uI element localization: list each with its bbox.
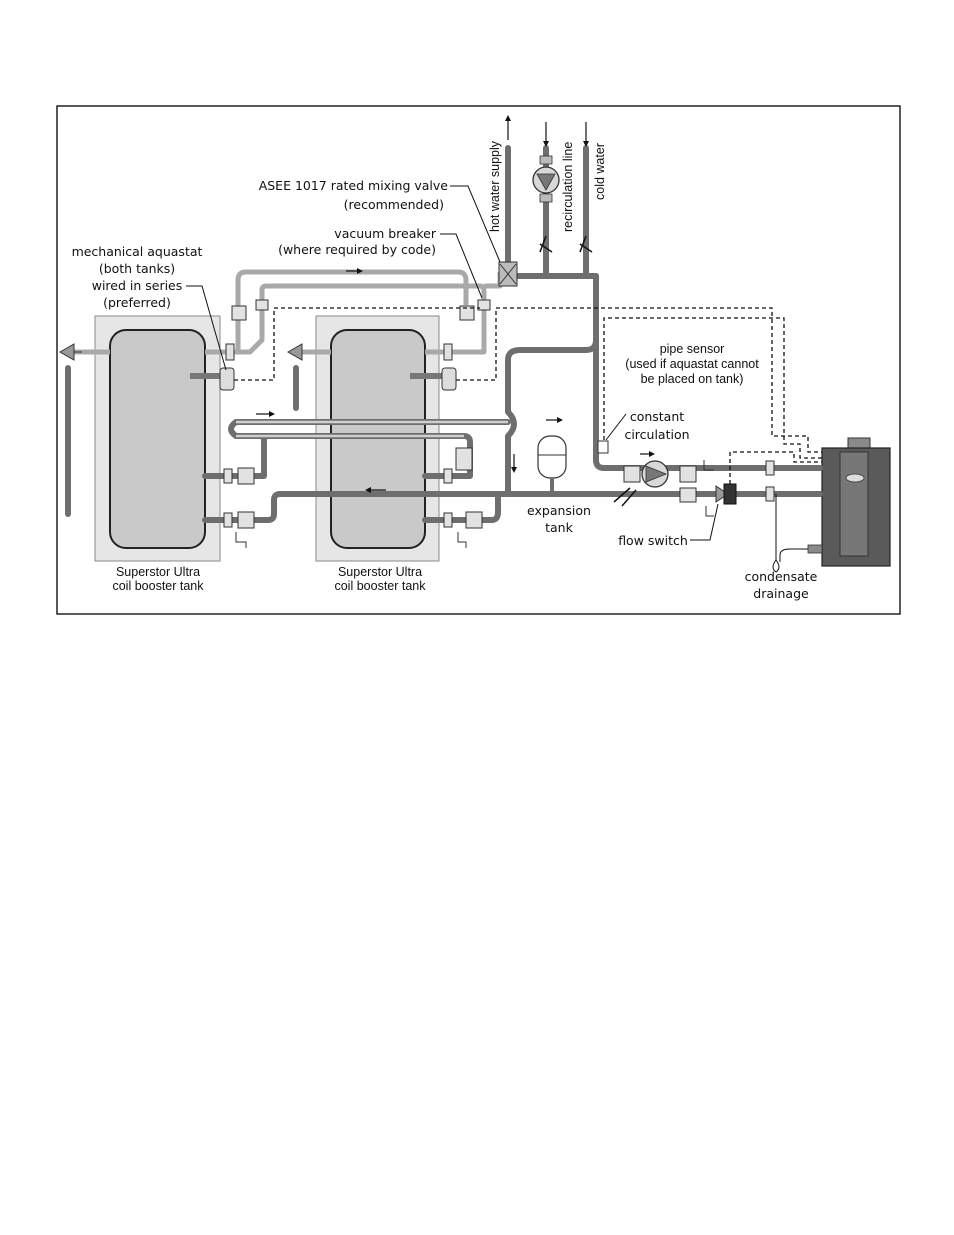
expansion-tank: [537, 435, 567, 494]
boiler-circulator: [623, 460, 697, 488]
flow-arrows: [256, 115, 655, 493]
label-tank-1-line-2: coil booster tank: [112, 579, 204, 593]
label-mixing-valve-note: (recommended): [344, 197, 444, 212]
aquastat-tank-1: [219, 367, 235, 391]
check-valve-recirc: [539, 235, 553, 253]
tank-1: [94, 315, 226, 562]
boiler-front-panel: [839, 451, 869, 557]
relief-valve-tank-1: [58, 343, 82, 361]
label-vacuum-breaker: vacuum breaker: [334, 226, 437, 241]
check-valve-return: [613, 487, 637, 507]
label-drainage: drainage: [753, 586, 809, 601]
mixing-valve: [498, 261, 518, 287]
pipe-sensor: [597, 440, 609, 454]
label-hot-water-supply: hot water supply: [488, 140, 502, 232]
check-valve-cold: [579, 235, 593, 253]
label-circulation: circulation: [624, 427, 689, 442]
tank-1-aquastat-bulb: [190, 373, 226, 379]
boiler-condensate-outlet: [807, 544, 823, 554]
relief-valve-tank-2: [286, 343, 303, 361]
label-mixing-valve: ASEE 1017 rated mixing valve: [259, 178, 449, 193]
label-expansion: expansion: [527, 503, 591, 518]
label-aquastat-2: (both tanks): [99, 261, 175, 276]
label-tank-1-line-1: Superstor Ultra: [116, 565, 200, 579]
label-flow-switch: flow switch: [618, 533, 688, 548]
boiler-logo: [845, 473, 865, 483]
label-pipe-sensor-3: be placed on tank): [641, 372, 744, 386]
control-wiring: [234, 307, 822, 484]
leader-lines: [186, 185, 719, 541]
label-cold-water: cold water: [593, 143, 607, 200]
tank-2-aquastat-bulb: [410, 373, 446, 379]
label-vacuum-breaker-note: (where required by code): [278, 242, 436, 257]
label-aquastat-1: mechanical aquastat: [72, 244, 203, 259]
label-aquastat-3: wired in series: [92, 278, 183, 293]
label-pipe-sensor-1: pipe sensor: [660, 342, 725, 356]
tank-1-vessel: [109, 329, 206, 549]
label-condensate: condensate: [745, 569, 818, 584]
label-tank-2-line-1: Superstor Ultra: [338, 565, 422, 579]
labels: ASEE 1017 rated mixing valve (recommende…: [72, 140, 818, 601]
label-tank: tank: [545, 520, 573, 535]
flow-switch: [679, 483, 737, 505]
label-recirculation-line: recirculation line: [561, 142, 575, 232]
boiler: [807, 437, 891, 567]
label-pipe-sensor-2: (used if aquastat cannot: [625, 357, 759, 371]
label-constant: constant: [630, 409, 684, 424]
aquastat-tank-2: [441, 367, 457, 391]
label-tank-2-line-2: coil booster tank: [334, 579, 426, 593]
label-aquastat-4: (preferred): [103, 295, 171, 310]
fittings: [58, 155, 775, 548]
recirculation-pump: [532, 155, 560, 203]
